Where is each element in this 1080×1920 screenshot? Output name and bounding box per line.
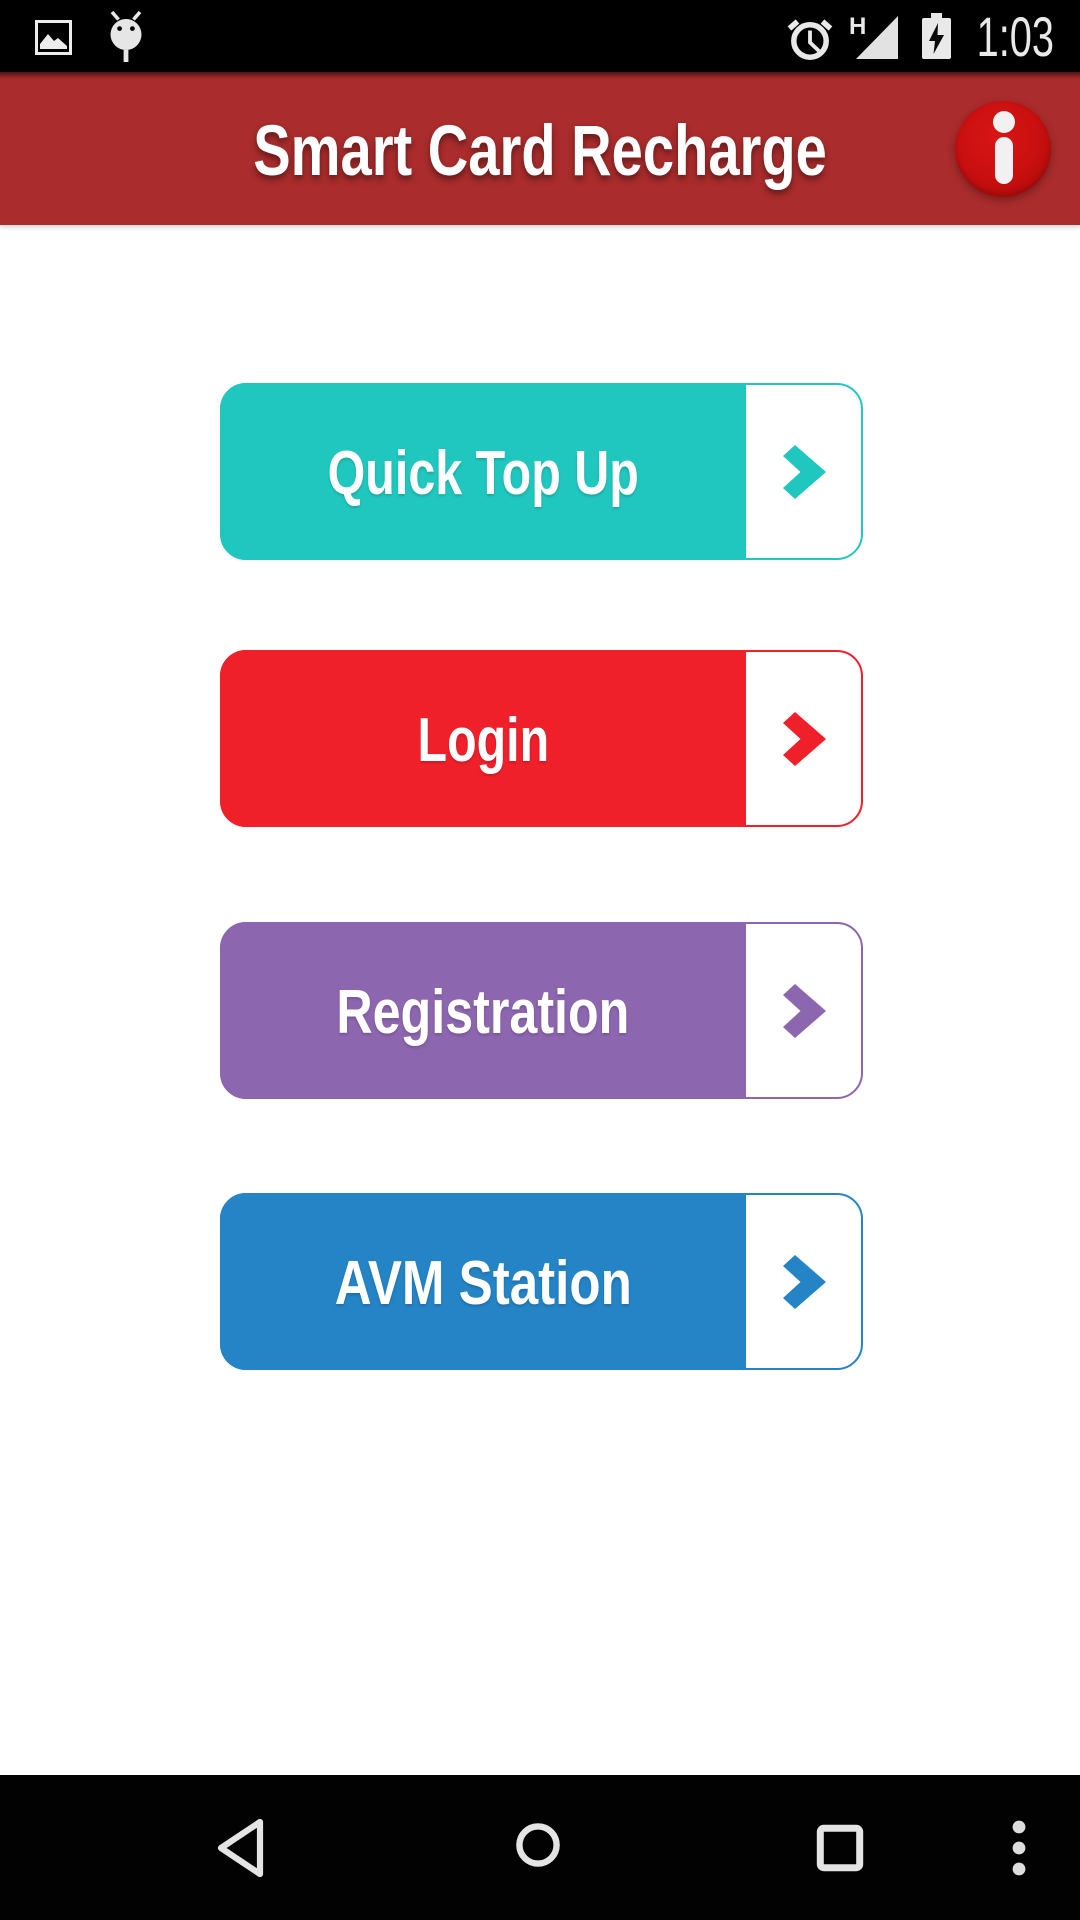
quick-top-up-button[interactable]: Quick Top Up	[220, 383, 863, 560]
chevron-right-icon	[782, 983, 826, 1038]
button-chevron-section	[746, 385, 861, 558]
button-color-section: Login	[220, 650, 746, 827]
page-title: Smart Card Recharge	[253, 112, 827, 191]
chevron-right-icon	[782, 444, 826, 499]
button-color-section: AVM Station	[220, 1193, 746, 1370]
button-chevron-section	[746, 1195, 861, 1368]
info-icon	[993, 111, 1015, 133]
menu-button[interactable]	[1011, 1819, 1027, 1877]
avm-station-button[interactable]: AVM Station	[220, 1193, 863, 1370]
usb-debug-icon	[110, 10, 142, 62]
status-time: 1:03	[976, 5, 1054, 68]
info-icon-bar	[995, 137, 1013, 184]
registration-button[interactable]: Registration	[220, 922, 863, 1099]
registration-label: Registration	[336, 978, 630, 1047]
recents-button[interactable]	[815, 1823, 865, 1873]
back-button[interactable]	[214, 1816, 266, 1880]
info-button[interactable]	[955, 101, 1051, 197]
app-bar: Smart Card Recharge	[0, 72, 1080, 225]
login-button[interactable]: Login	[220, 650, 863, 827]
navigation-bar	[0, 1775, 1080, 1920]
login-label: Login	[417, 706, 549, 775]
chevron-right-icon	[782, 1254, 826, 1309]
alarm-icon	[787, 19, 833, 60]
button-chevron-section	[746, 924, 861, 1097]
app-title-container: Smart Card Recharge	[0, 75, 1080, 228]
status-bar: H 1:03	[0, 0, 1080, 72]
button-color-section: Registration	[220, 922, 746, 1099]
signal-h-icon: H	[849, 14, 898, 59]
avm-station-label: AVM Station	[334, 1249, 632, 1318]
button-chevron-section	[746, 652, 861, 825]
battery-charging-icon	[922, 13, 951, 59]
gallery-icon	[35, 20, 72, 55]
home-button[interactable]	[513, 1820, 563, 1870]
button-color-section: Quick Top Up	[220, 383, 746, 560]
quick-top-up-label: Quick Top Up	[327, 439, 639, 508]
svg-text:H: H	[849, 14, 866, 40]
chevron-right-icon	[782, 711, 826, 766]
